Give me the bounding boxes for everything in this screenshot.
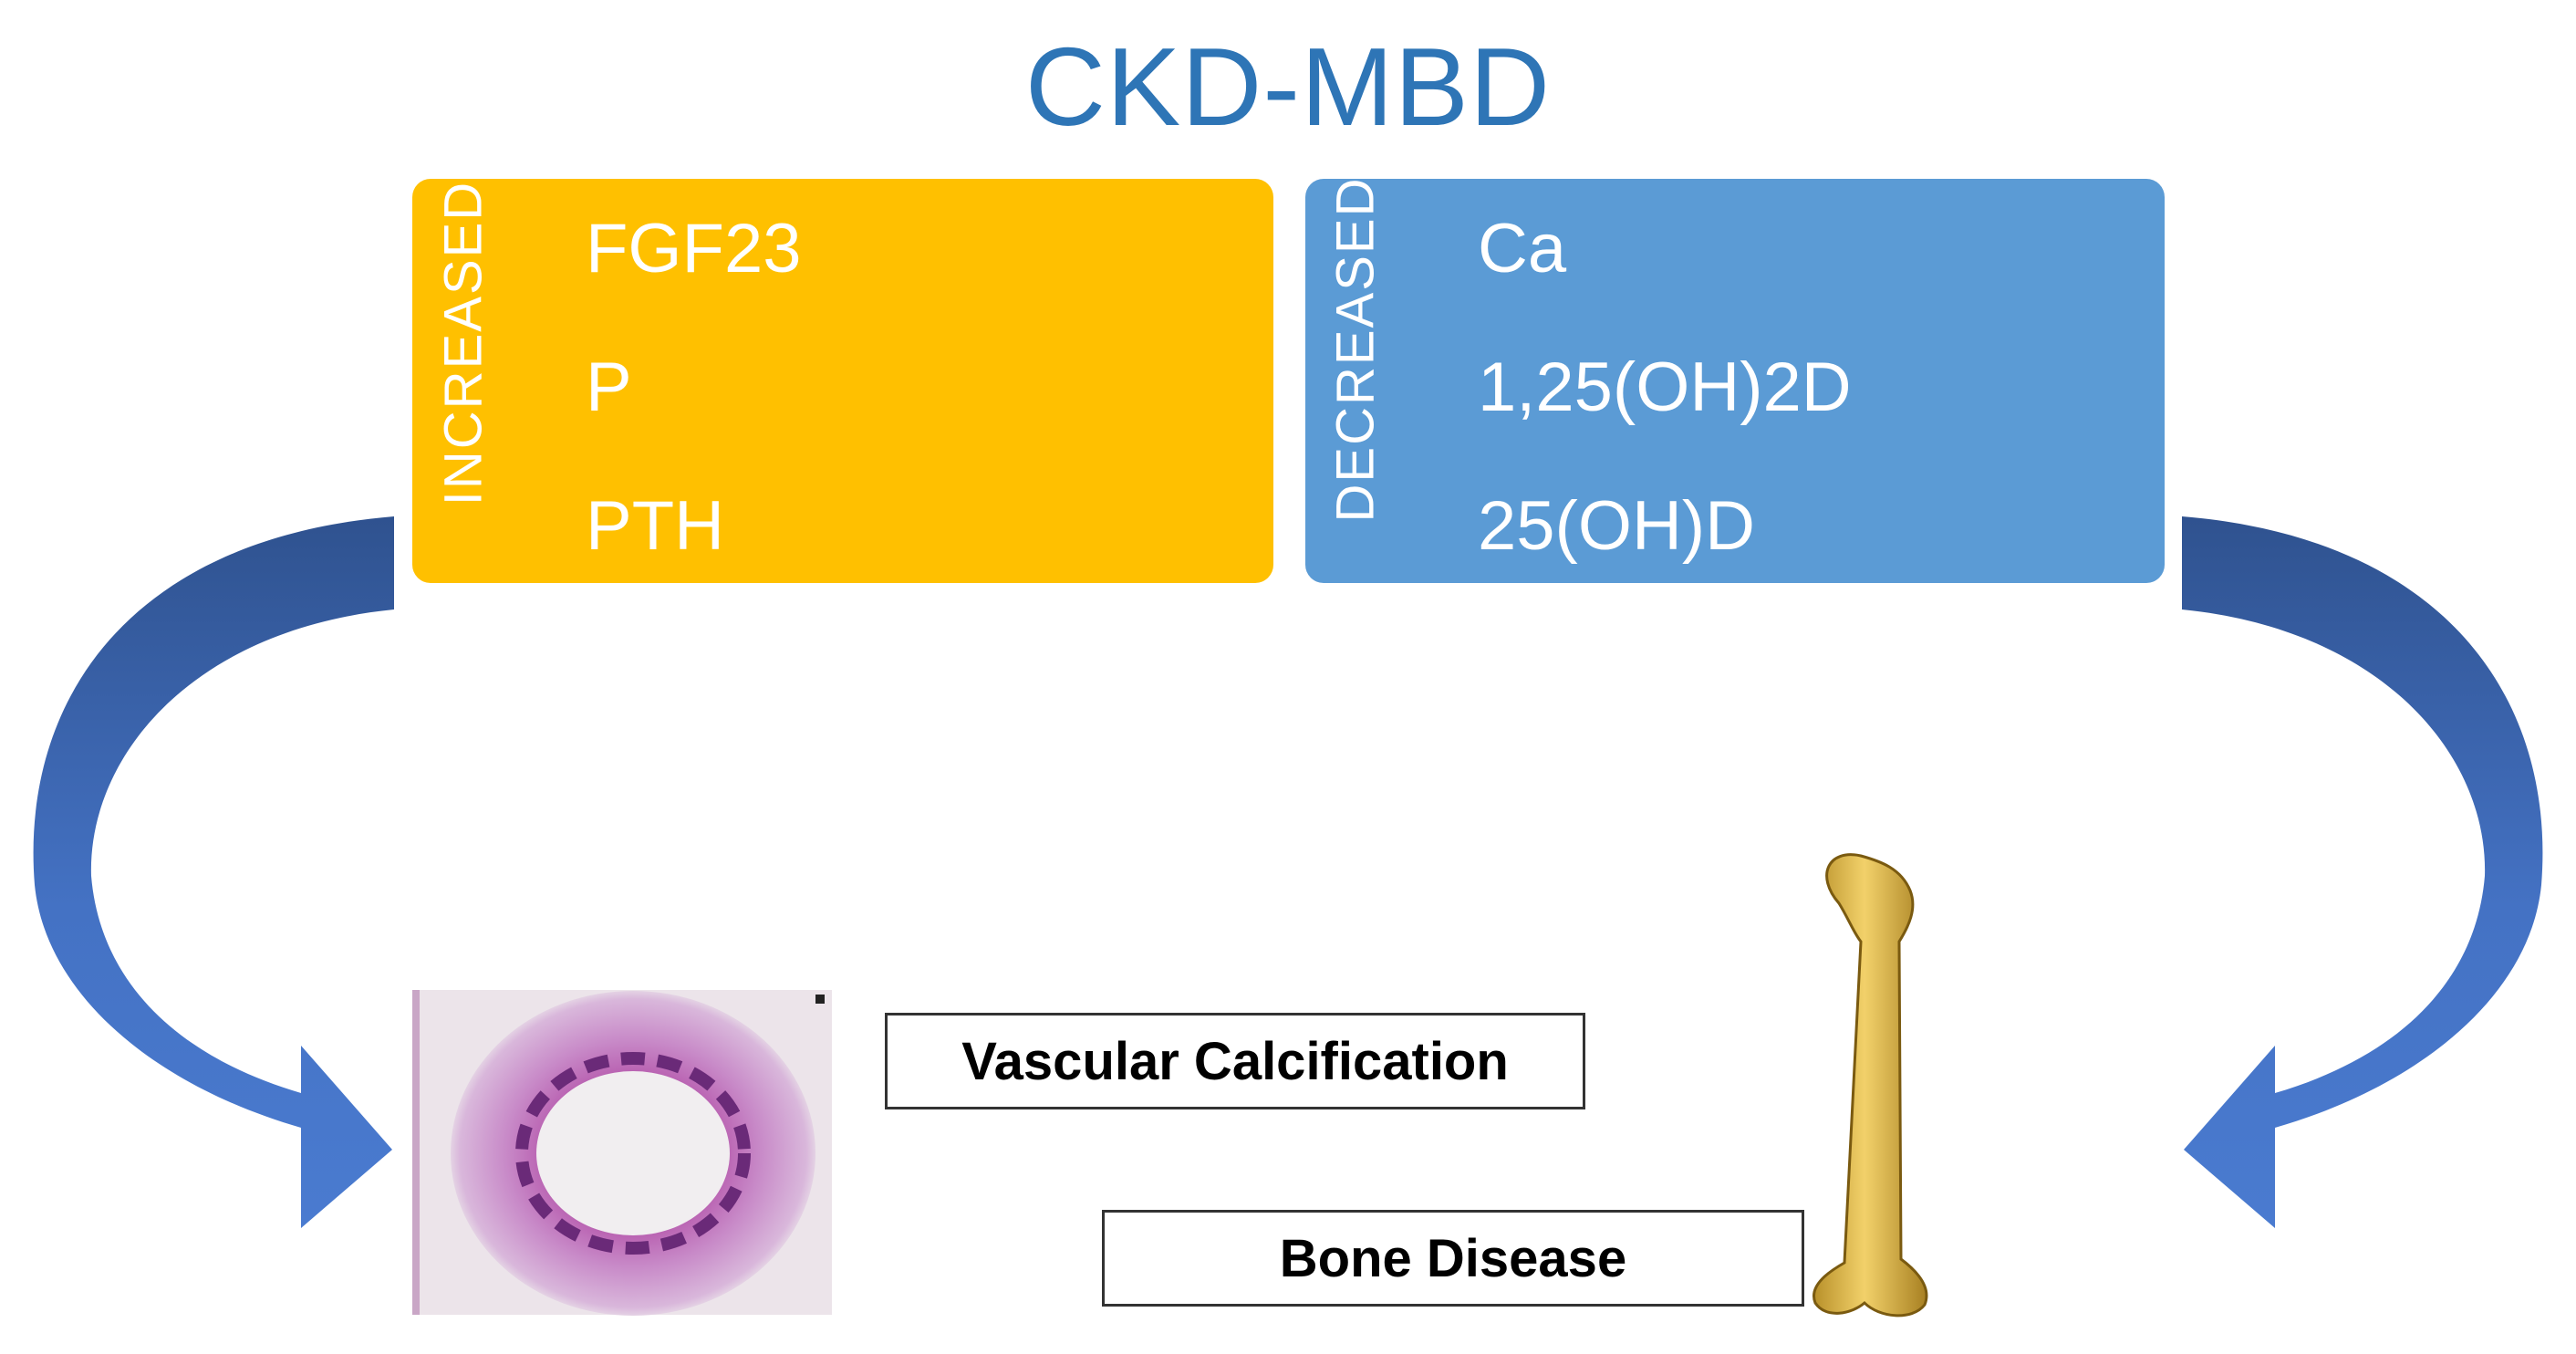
increased-box <box>412 179 1273 583</box>
decreased-item-ca: Ca <box>1478 210 1567 287</box>
increased-item-pth: PTH <box>586 487 724 565</box>
diagram-title: CKD-MBD <box>1024 25 1552 149</box>
increased-item-p: P <box>586 349 632 426</box>
decreased-item-calcitriol: 1,25(OH)2D <box>1478 349 1852 426</box>
vascular-calcification-caption: Vascular Calcification <box>885 1013 1585 1109</box>
curved-arrow-right-icon <box>2182 516 2543 1228</box>
decreased-label: DECREASED <box>1325 176 1386 523</box>
increased-label: INCREASED <box>433 180 493 506</box>
decreased-item-calcidiol: 25(OH)D <box>1478 487 1756 565</box>
femur-bone-image <box>1813 853 1928 1318</box>
artery-histology-image <box>412 990 832 1316</box>
curved-arrow-left-icon <box>33 516 394 1228</box>
decreased-box <box>1305 179 2165 583</box>
bone-disease-caption: Bone Disease <box>1102 1210 1804 1307</box>
increased-item-fgf23: FGF23 <box>586 210 802 287</box>
